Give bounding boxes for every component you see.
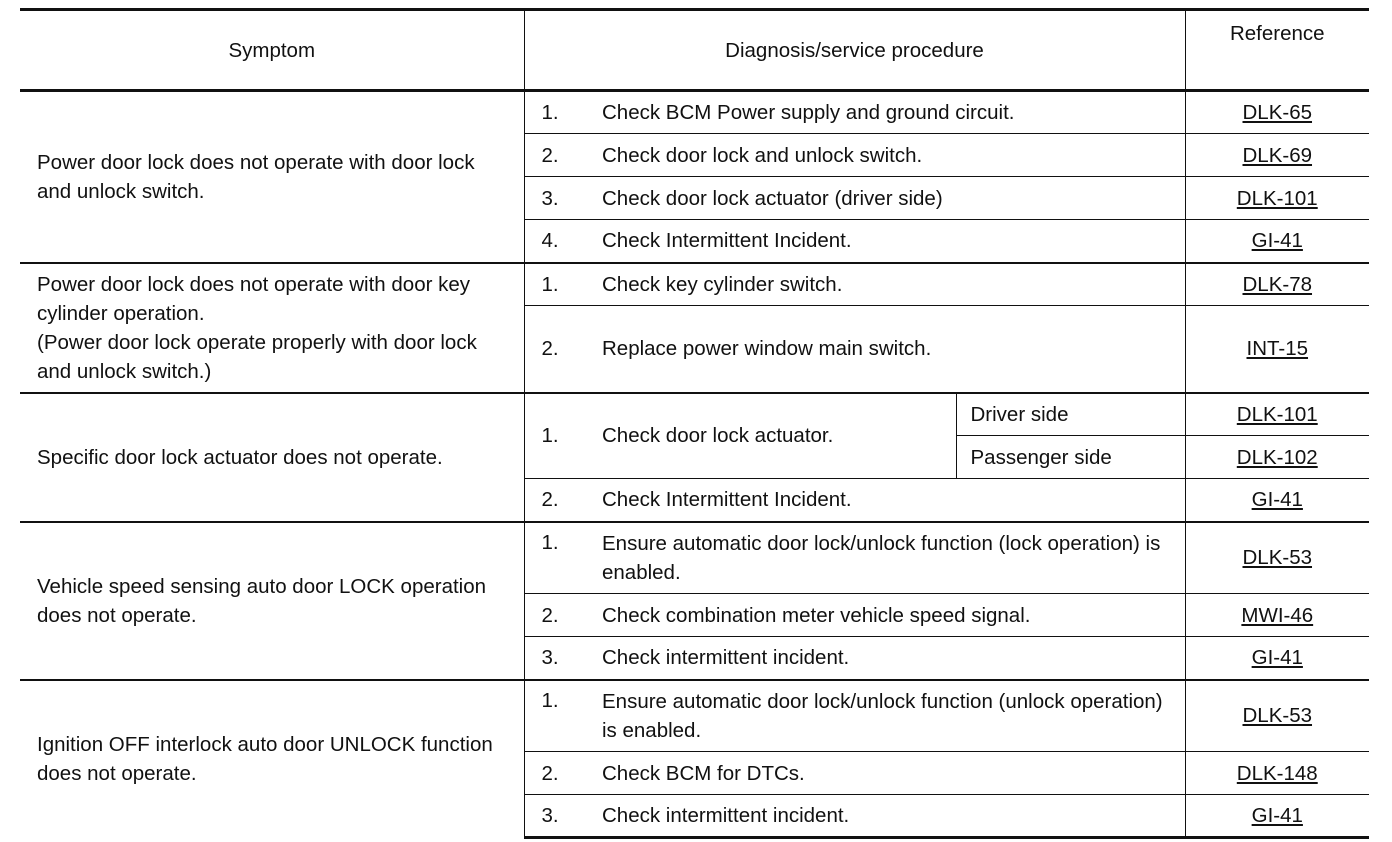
table-row: 2. Check combination meter vehicle speed…	[20, 593, 1370, 637]
reference-link[interactable]: DLK-69	[1242, 143, 1313, 167]
header-row: Symptom Diagnosis/service procedure Refe…	[20, 8, 1370, 92]
table-row: Passenger side DLK-102	[20, 435, 1370, 479]
reference-cell: DLK-101	[1184, 176, 1370, 220]
step-text: Check door lock actuator.	[602, 391, 956, 479]
reference-link[interactable]: DLK-78	[1242, 272, 1313, 296]
step-text: Check Intermittent Incident.	[602, 478, 1186, 522]
reference-link[interactable]: DLK-148	[1236, 761, 1318, 785]
table-row: Ignition OFF interlock auto door UNLOCK …	[20, 678, 1370, 838]
step-text: Check intermittent incident.	[602, 794, 1186, 839]
table-row: Power door lock does not operate with do…	[20, 89, 1370, 263]
table-row: 4. Check Intermittent Incident. GI-41	[20, 219, 1370, 263]
reference-cell: DLK-69	[1184, 133, 1370, 177]
reference-link[interactable]: GI-41	[1251, 646, 1303, 670]
side-cell: Passenger side	[955, 435, 1186, 479]
symptom-cell: Specific door lock actuator does not ope…	[20, 391, 525, 522]
reference-cell: GI-41	[1184, 219, 1370, 263]
table-row: 3. Check door lock actuator (driver side…	[20, 176, 1370, 220]
step-number: 1.	[524, 391, 602, 479]
side-cell: Driver side	[955, 391, 1186, 436]
symptom-cell: Power door lock does not operate with do…	[20, 89, 525, 263]
step-number: 2.	[524, 593, 602, 637]
reference-cell: DLK-102	[1184, 435, 1370, 479]
step-text: Check door lock and unlock switch.	[602, 133, 1186, 177]
step-text: Replace power window main switch.	[602, 305, 1186, 393]
reference-cell: GI-41	[1184, 478, 1370, 522]
reference-link[interactable]: DLK-65	[1242, 101, 1313, 124]
step-text: Check key cylinder switch.	[602, 261, 1186, 306]
step-number: 3.	[524, 176, 602, 220]
table-row: 2. Check BCM for DTCs. DLK-148	[20, 751, 1370, 795]
step-text: Check BCM Power supply and ground circui…	[602, 101, 1015, 124]
reference-cell: INT-15	[1184, 305, 1370, 393]
step-text: Ensure automatic door lock/unlock functi…	[602, 678, 1186, 752]
step-number: 2.	[524, 305, 602, 393]
reference-header: Reference	[1185, 8, 1370, 92]
table-row: 2. Replace power window main switch. INT…	[20, 305, 1370, 393]
table-row: 3. Check intermittent incident. GI-41	[20, 794, 1370, 839]
reference-cell: DLK-101	[1184, 391, 1370, 436]
step-text: Check door lock actuator (driver side)	[602, 176, 1186, 220]
step-text: Check BCM for DTCs.	[602, 751, 1186, 795]
reference-cell: MWI-46	[1184, 593, 1370, 637]
reference-link[interactable]: INT-15	[1246, 337, 1309, 361]
step-number: 1.	[524, 261, 602, 306]
reference-cell: DLK-65	[1184, 90, 1370, 134]
procedure-header: Diagnosis/service procedure	[524, 8, 1186, 92]
step-number: 3.	[524, 636, 602, 680]
reference-link[interactable]: DLK-53	[1242, 704, 1313, 728]
symptom-cell: Ignition OFF interlock auto door UNLOCK …	[20, 678, 525, 838]
reference-link[interactable]: GI-41	[1251, 804, 1303, 827]
step-number: 2.	[524, 133, 602, 177]
reference-link[interactable]: GI-41	[1251, 488, 1303, 512]
symptom-header: Symptom	[20, 8, 525, 92]
step-number: 1.	[541, 101, 559, 124]
step-text: Ensure automatic door lock/unlock functi…	[602, 520, 1186, 594]
reference-cell: DLK-53	[1184, 520, 1370, 594]
table-row: 2. Check door lock and unlock switch. DL…	[20, 133, 1370, 177]
reference-link[interactable]: GI-41	[1251, 229, 1303, 253]
step-number: 1.	[524, 678, 602, 752]
reference-link[interactable]: DLK-102	[1236, 445, 1318, 469]
reference-link[interactable]: DLK-101	[1236, 186, 1318, 210]
reference-link[interactable]: MWI-46	[1241, 603, 1314, 627]
step-text: Check intermittent incident.	[602, 636, 1186, 680]
table-row: 2. Check Intermittent Incident. GI-41	[20, 478, 1370, 522]
diagnosis-table: Symptom Diagnosis/service procedure Refe…	[20, 8, 1370, 839]
step-text: Check combination meter vehicle speed si…	[602, 593, 1186, 637]
table-row: 3. Check intermittent incident. GI-41	[20, 636, 1370, 680]
symptom-cell: Vehicle speed sensing auto door LOCK ope…	[20, 520, 525, 680]
step-number: 4.	[524, 219, 602, 263]
symptom-cell: Power door lock does not operate with do…	[20, 261, 525, 393]
step-number: 3.	[524, 794, 602, 839]
table-row: Power door lock does not operate with do…	[20, 261, 1370, 393]
step-text: Check Intermittent Incident.	[602, 219, 1186, 263]
reference-cell: GI-41	[1184, 794, 1370, 839]
reference-cell: DLK-78	[1184, 261, 1370, 306]
reference-cell: GI-41	[1184, 636, 1370, 680]
table-row: Vehicle speed sensing auto door LOCK ope…	[20, 520, 1370, 680]
step-number: 2.	[524, 478, 602, 522]
reference-cell: DLK-53	[1184, 678, 1370, 752]
reference-link[interactable]: DLK-53	[1242, 546, 1313, 570]
step-number: 1.	[524, 520, 602, 594]
table-row: Specific door lock actuator does not ope…	[20, 391, 1370, 522]
step-number: 2.	[524, 751, 602, 795]
reference-cell: DLK-148	[1184, 751, 1370, 795]
reference-link[interactable]: DLK-101	[1236, 402, 1318, 426]
